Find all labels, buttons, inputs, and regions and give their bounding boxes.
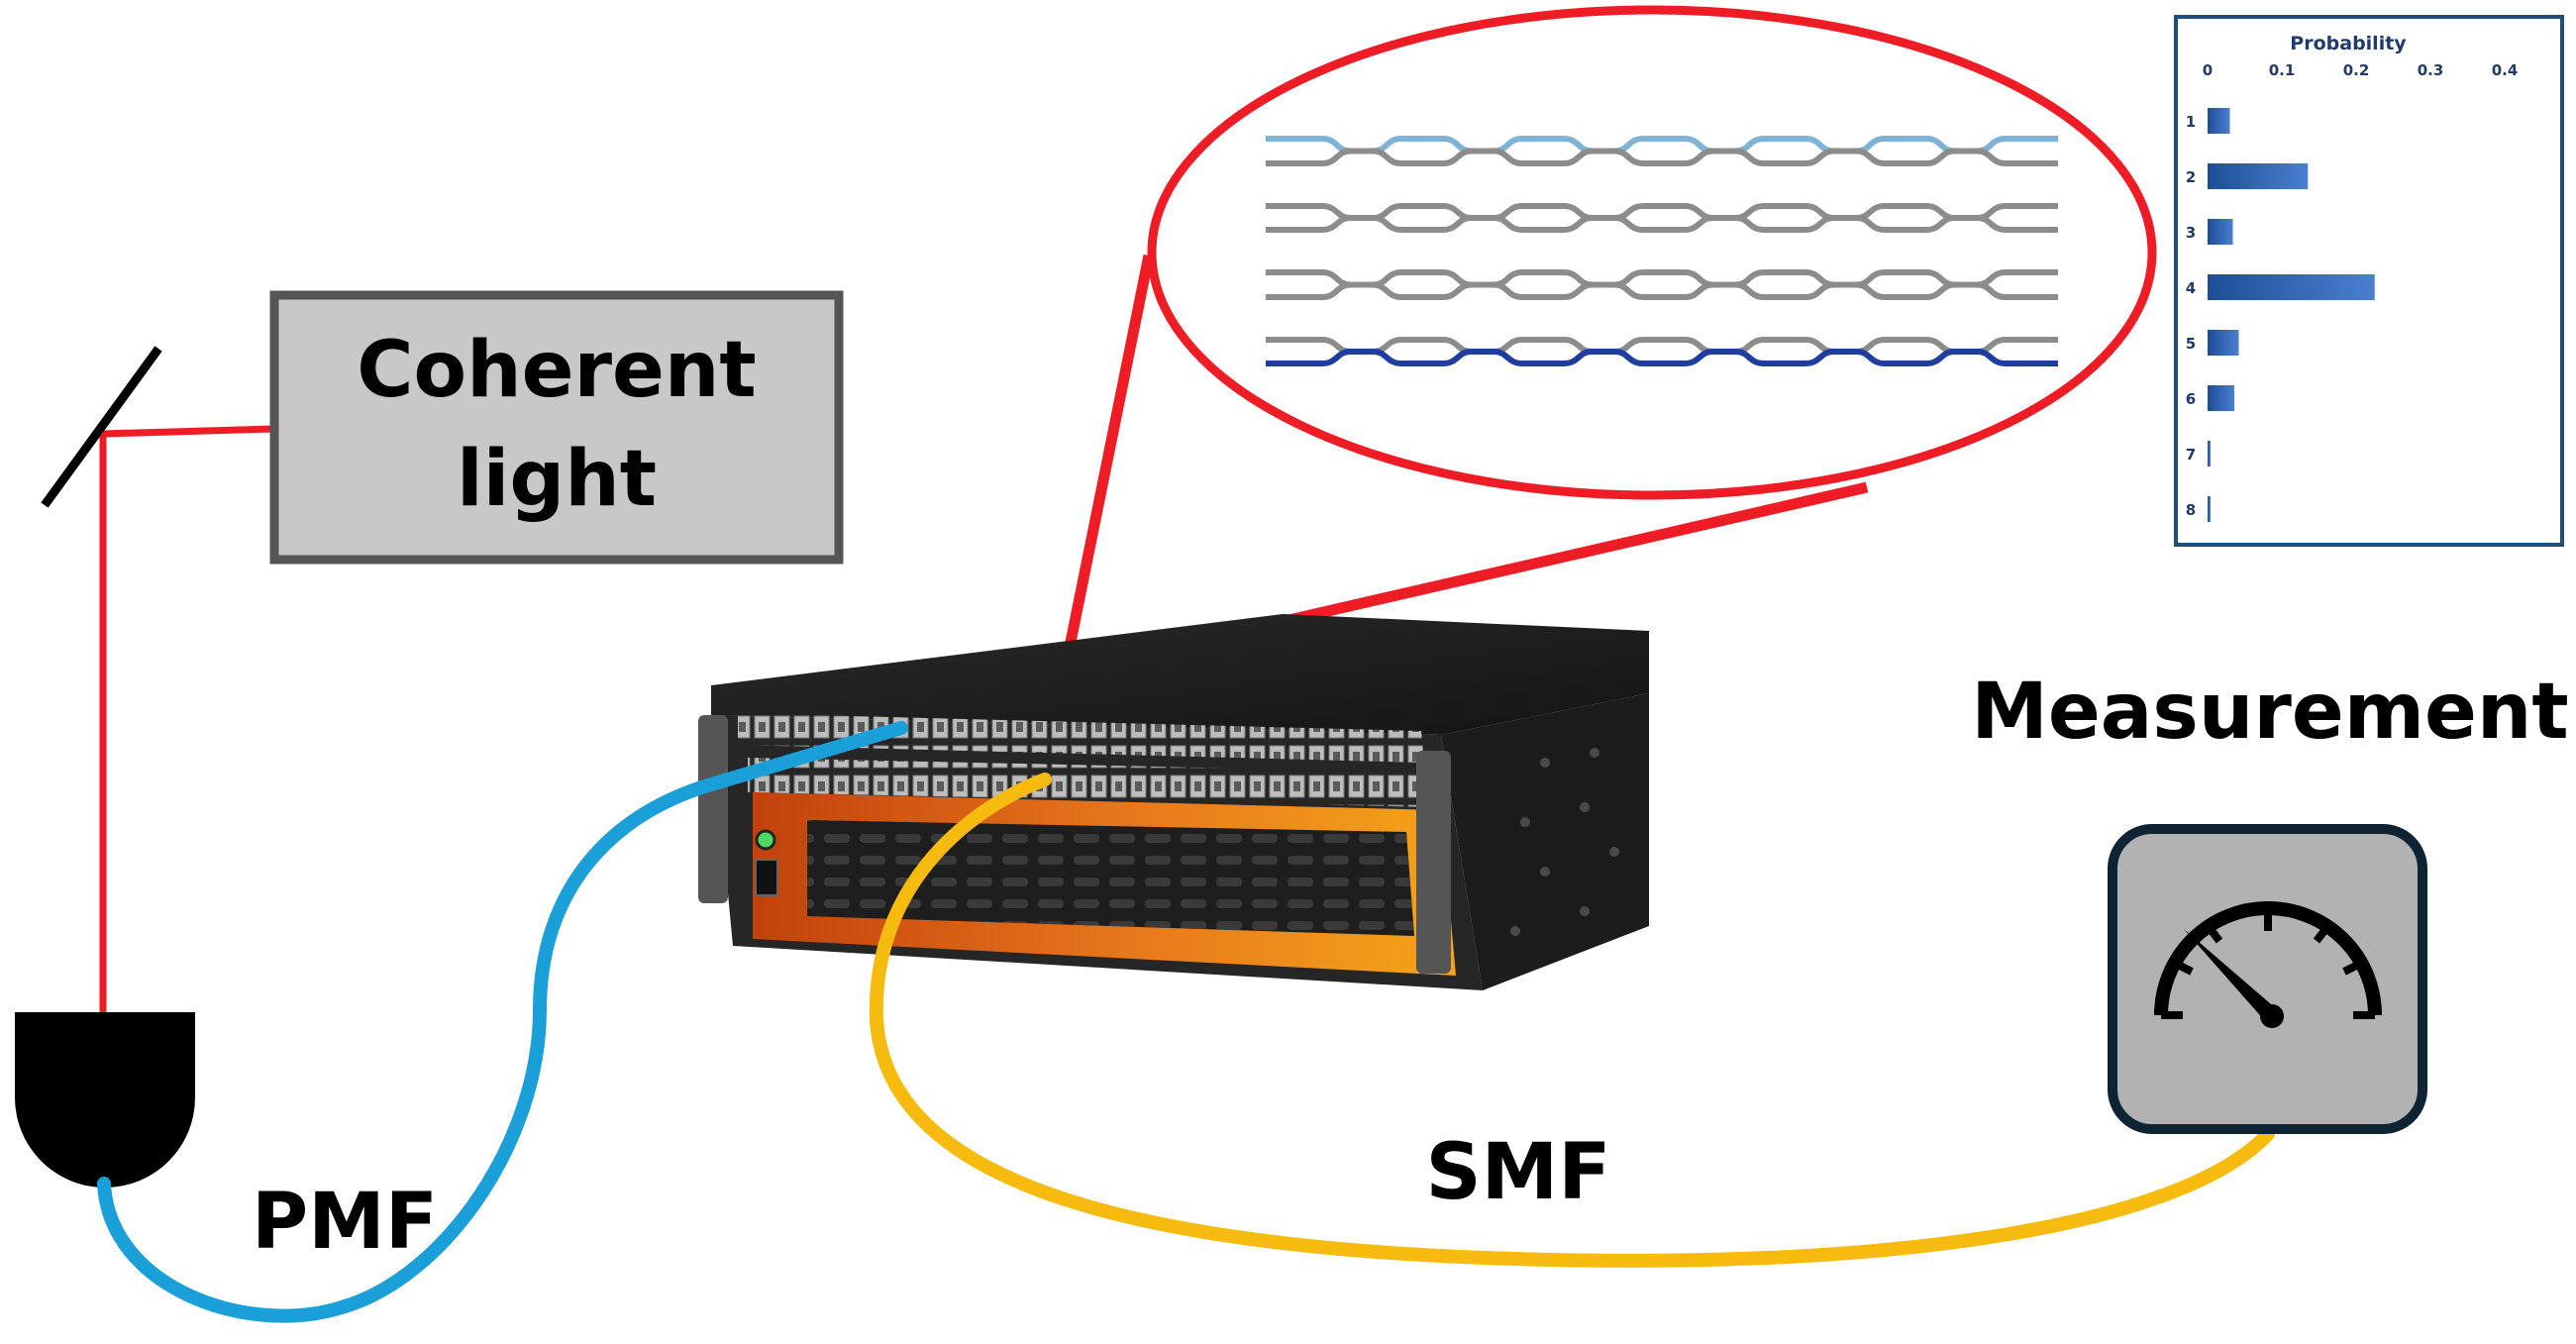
chart-bar-3 xyxy=(2208,219,2233,245)
gauge-box xyxy=(2108,824,2427,1134)
chart-bar-1 xyxy=(2208,108,2230,134)
power-switch xyxy=(755,859,778,896)
chart-bar-4 xyxy=(2208,274,2375,300)
chart-bar-5 xyxy=(2208,330,2239,356)
smf-fiber xyxy=(869,773,2275,1268)
gauge-icon xyxy=(2108,824,2427,1134)
zoom-line-left xyxy=(1059,254,1155,673)
waveguide-3 xyxy=(1266,203,2058,221)
chart-x-tick: 0.2 xyxy=(2343,61,2370,79)
chart-category-label: 1 xyxy=(2186,113,2196,131)
chart-category-label: 2 xyxy=(2186,168,2196,186)
light-source-label-line1: Coherent xyxy=(357,326,756,415)
chart-category-label: 4 xyxy=(2186,279,2196,297)
gauge-ticks xyxy=(2161,908,2375,1019)
port-row-top xyxy=(738,713,1424,763)
coherent-light-source: Coherent light xyxy=(269,290,844,565)
chart-bar-8 xyxy=(2208,496,2211,522)
pmf-label: PMF xyxy=(252,1178,438,1267)
waveguide-array xyxy=(1266,136,2058,366)
port-row-bottom xyxy=(748,758,1434,807)
waveguide-8 xyxy=(1266,349,2058,366)
laser-beam xyxy=(99,425,273,1012)
chart-x-tick: 0.1 xyxy=(2269,61,2296,79)
zoom-callout xyxy=(1059,5,2157,677)
zoom-ellipse xyxy=(1147,5,2157,500)
chart-x-tick: 0 xyxy=(2203,61,2213,79)
chart-x-ticks: 0 0.1 0.2 0.3 0.4 xyxy=(2203,61,2519,79)
measurement-label: Measurement xyxy=(1971,668,2568,757)
pmf-fiber xyxy=(97,721,908,1323)
chart-x-tick: 0.4 xyxy=(2492,61,2519,79)
chart-category-label: 8 xyxy=(2186,501,2196,519)
gauge-needle xyxy=(2184,929,2278,1022)
chart-category-label: 6 xyxy=(2186,390,2196,408)
light-source-box xyxy=(269,290,844,565)
waveguide-4 xyxy=(1266,215,2058,233)
chassis-handle-left xyxy=(698,715,728,903)
chart-bar-6 xyxy=(2208,385,2234,411)
chart-bars xyxy=(2208,108,2375,522)
waveguide-1 xyxy=(1266,136,2058,155)
waveguide-6 xyxy=(1266,281,2058,300)
chart-category-label: 7 xyxy=(2186,446,2196,464)
chart-x-tick: 0.3 xyxy=(2418,61,2444,79)
chassis-vent-slots xyxy=(807,820,1414,936)
mirror-icon xyxy=(41,346,162,508)
detector-icon xyxy=(15,1012,195,1188)
chart-category-label: 5 xyxy=(2186,335,2196,353)
chassis-top xyxy=(711,614,1649,735)
gauge-pivot xyxy=(2260,1004,2284,1028)
chart-bar-7 xyxy=(2208,441,2211,466)
photonic-chassis xyxy=(698,614,1649,990)
probability-chart: Probability 0 0.1 0.2 0.3 0.4 1 2 3 4 5 6 7 8 xyxy=(2174,15,2564,547)
chart-bar-2 xyxy=(2208,163,2309,189)
smf-label: SMF xyxy=(1425,1128,1610,1217)
light-source-label-line2: light xyxy=(457,435,657,524)
waveguide-7 xyxy=(1266,337,2058,355)
chassis-side xyxy=(1441,693,1649,990)
chassis-handle-right xyxy=(1416,751,1451,974)
laser-segment-source xyxy=(102,425,273,438)
waveguide-2 xyxy=(1266,148,2058,166)
waveguide-5 xyxy=(1266,269,2058,288)
power-led-icon xyxy=(755,829,776,851)
chassis-side-holes xyxy=(1510,748,1619,936)
chart-title: Probability xyxy=(2290,33,2407,54)
chart-category-labels: 1 2 3 4 5 6 7 8 xyxy=(2186,113,2196,519)
chart-category-label: 3 xyxy=(2186,224,2196,242)
